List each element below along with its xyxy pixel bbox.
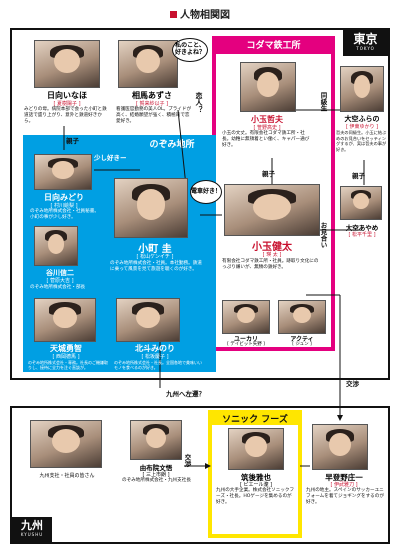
char-name-yufuin: 由布院文悟 xyxy=(139,464,173,472)
portrait-hayakiri xyxy=(312,424,368,470)
region-tokyo-sub: TOKYO xyxy=(356,46,375,51)
portrait-ozora-fura xyxy=(340,66,384,112)
relation-sukoshi-suki: 少し好きー xyxy=(94,154,127,162)
portrait-ozora-ayame xyxy=(340,186,382,220)
char-name-yukari: ユーカリ xyxy=(233,336,258,343)
char-name-ozora-fura: 大空ふらの xyxy=(344,115,380,123)
relation-oyako-2: 親子 xyxy=(262,170,275,178)
char-name-amagi: 天城勇智 xyxy=(50,344,82,353)
relation-oyako-1: 親子 xyxy=(66,137,79,145)
portrait-amagi xyxy=(34,298,96,342)
group-sonic-label: ソニック フーズ xyxy=(222,415,288,425)
char-actor-komachi-kei: [ 松山ケンイチ ] xyxy=(136,254,174,260)
region-kyushu-sub: KYUSHU xyxy=(20,532,44,537)
char-name-hayakiri: 早登野庄一 xyxy=(325,473,363,482)
char-actor-hinata-midori: [ 村川絵梨 ] xyxy=(50,203,78,209)
char-actor-amagi: [ 西岡德馬 ] xyxy=(52,354,80,360)
char-desc-kodama-kenta: 有限会社コダマ鉄工所・社員。跡取り文化にのっぷり嫌いが、無類の鉄好き。 xyxy=(222,259,319,271)
char-actor-yukari: [ デイビット矢野 ] xyxy=(227,342,265,347)
char-desc-tanigawa: のぞみ地所株式会社・部長 xyxy=(30,285,86,290)
speech-bubble-komachi: 電車好き！ xyxy=(190,180,222,204)
portrait-kitadou xyxy=(116,298,180,342)
char-name-komachi-kei: 小町 圭 xyxy=(138,244,172,255)
relation-kosho-1: 交渉 xyxy=(346,380,359,388)
char-desc-komachi-kei: のぞみ地所株式会社・社員。本社勤務。鉄道に乗って風景を見て旅遊を聴くのが好き。 xyxy=(110,261,202,273)
relation-doukyusei: 同級生 xyxy=(319,92,327,112)
relation-oyako-3: 親子 xyxy=(352,172,365,180)
char-name-hinata-midori: 日向みどり xyxy=(44,193,84,202)
portrait-komachi-kei xyxy=(114,178,188,238)
char-actor-chikugo: [ ピエール瀧 ] xyxy=(239,482,273,488)
portrait-kodama-tetsuo xyxy=(240,62,296,112)
char-desc-yufuin: のぞみ地所株式会社・九州支社長 xyxy=(122,478,191,483)
region-kyushu xyxy=(10,406,390,544)
title-marker-icon xyxy=(170,11,177,18)
portrait-hinata-midori xyxy=(34,154,92,190)
char-actor-hayakiri: [ 伊武雅刀 ] xyxy=(330,482,358,488)
char-actor-tanigawa: [ 菅原大吉 ] xyxy=(46,278,74,284)
char-actor-yufuin: [ 三上市朗 ] xyxy=(142,472,170,478)
char-actor-akuchi: [ ジュン ] xyxy=(292,342,312,347)
char-desc-hinata-midori: のぞみ地所株式会社・社員秘書。小町の事が少し好き。 xyxy=(30,209,99,221)
group-nozomi-label: のぞみ地所 xyxy=(149,140,195,150)
char-actor-kodama-tetsuo: [ 笹野高史 ] xyxy=(253,125,281,131)
char-actor-soma-azusa: [ 賀来紗以子 ] xyxy=(135,101,169,107)
char-desc-soma-azusa: 看護医官勤務の美人OL。プライドが高く、結婚願望が強く、積極的で恋愛好き。 xyxy=(116,107,192,125)
char-desc-amagi: のぞみ地所株式会社・専務。社長のご機嫌取りし、接待に全力を注ぐ直談が。 xyxy=(28,360,108,371)
region-kyushu-label: 九州 KYUSHU xyxy=(12,517,52,542)
region-tokyo-title: 東京 xyxy=(353,32,378,46)
portrait-kyushu-staff xyxy=(30,420,102,468)
char-actor-kodama-kenta: [ 瑛 太 ] xyxy=(262,252,282,258)
speech-bubble-soma: 私のこと、好きよね？ xyxy=(172,38,208,62)
relation-koibito: 恋人？ xyxy=(195,92,203,113)
group-kodama-label: コダマ鉄工所 xyxy=(246,41,301,51)
char-name-soma-azusa: 相馬あずさ xyxy=(132,91,172,100)
portrait-yukari xyxy=(222,300,270,334)
page-title: 人物相関図 xyxy=(0,6,400,21)
portrait-kodama-kenta xyxy=(224,184,320,236)
region-tokyo xyxy=(10,28,390,380)
char-name-chikugo: 筑後雅也 xyxy=(241,473,271,482)
char-name-kodama-kenta: 小玉健太 xyxy=(252,242,292,253)
region-kyushu-title: 九州 xyxy=(21,519,43,532)
char-name-tanigawa: 谷川信二 xyxy=(46,269,74,277)
relation-kosho-2: 交渉 xyxy=(183,454,191,467)
portrait-akuchi xyxy=(278,300,326,334)
char-desc-kodama-tetsuo: 小玉の文丈。有限会社コダマ鉄工所・社長。幼稚に無頓着とい働く、キャパー通び好き。 xyxy=(222,131,310,149)
relation-omiai: お見合い xyxy=(319,222,327,248)
region-tokyo-label: 東京 TOKYO xyxy=(343,30,388,56)
char-name-akuchi: アクティ xyxy=(290,336,314,343)
portrait-hinata-inaho xyxy=(34,40,100,88)
char-name-kitadou: 北斗みのり xyxy=(135,344,175,353)
char-desc-hinata-inaho: みどりの母。病院本部で会った小町と鉄道話で盛り上がり、意外と鉄道好きから。 xyxy=(24,107,107,125)
relation-kyushu-transfer: 九州へ左遷？ xyxy=(166,390,205,398)
char-desc-kitadou: のぞみ地所株式会社・社長。全国各地で美味いいモノを食べるのが好き。 xyxy=(114,360,202,371)
title-text: 人物相関図 xyxy=(180,10,230,21)
char-desc-chikugo: 九州の大手企業。株式会社ソニックフーズ・社長。HOゲージを集めるのが好き。 xyxy=(216,488,295,506)
char-actor-kitadou: [ 松坂慶子 ] xyxy=(141,354,169,360)
portrait-soma-azusa xyxy=(118,40,178,88)
char-name-ozora-ayame: 大空あやめ xyxy=(345,224,379,232)
char-actor-ozora-fura: [ 伊東ゆかり ] xyxy=(345,124,379,130)
char-desc-hayakiri: 九州の地主。スペインのサッカーユニフォームを着てジョギングをするのが好き。 xyxy=(306,488,384,506)
char-name-kyushu-staff: 九州支社・社員の皆さん xyxy=(39,473,95,479)
char-actor-hinata-inaho: [ 夏樹陽子 ] xyxy=(53,101,81,107)
char-desc-ozora-fura: 哲夫の同級生。小玉に結ぶめのお見合いをセッティングするが、実は哲夫の事が好き。 xyxy=(336,130,387,153)
portrait-chikugo xyxy=(228,428,284,470)
portrait-tanigawa xyxy=(34,226,78,266)
char-name-hinata-inaho: 日向いなほ xyxy=(47,91,87,100)
portrait-yufuin xyxy=(130,420,182,460)
char-name-kodama-tetsuo: 小玉哲夫 xyxy=(251,115,283,124)
char-actor-ozora-ayame: [ 松平千里 ] xyxy=(348,232,376,238)
